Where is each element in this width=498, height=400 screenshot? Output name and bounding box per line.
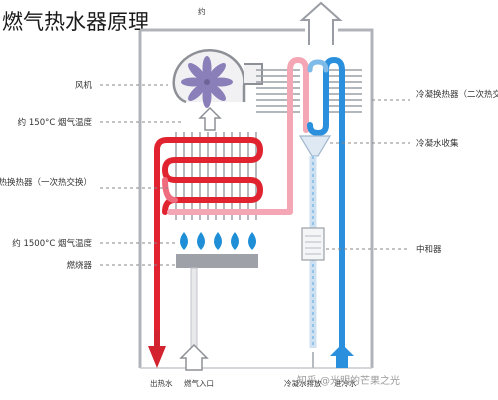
leader-lines bbox=[100, 84, 410, 266]
hot-water-arrow bbox=[148, 330, 166, 368]
condensing-coil-hot bbox=[267, 57, 309, 215]
label-primary-hx: 显热换热器（一次热交换） bbox=[0, 177, 92, 188]
label-hot-outlet: 出热水 bbox=[150, 378, 173, 388]
label-burner: 燃烧器 bbox=[66, 260, 92, 271]
label-condensing-hx: 冷凝换热器（二次热交换） bbox=[416, 89, 498, 100]
label-condensate-drain: 冷凝水排放 bbox=[284, 378, 322, 388]
heater-casing bbox=[138, 28, 374, 369]
label-cold-water-in: 进冷水 bbox=[334, 378, 357, 388]
label-gas-inlet: 燃气入口 bbox=[184, 378, 214, 388]
fan-icon bbox=[181, 56, 233, 108]
burner-block bbox=[176, 254, 258, 349]
top-label: 约 bbox=[198, 6, 206, 16]
neutralizer bbox=[301, 227, 325, 261]
watermark: 知乎 @光明的芒果之光 bbox=[297, 374, 400, 387]
label-flue-temp-bottom: 约 1500°C 烟气温度 bbox=[12, 238, 92, 249]
condensing-coil-mid bbox=[307, 59, 329, 73]
label-flue-temp-top: 约 150°C 烟气温度 bbox=[18, 117, 93, 128]
primary-fins bbox=[175, 132, 257, 220]
label-fan: 风机 bbox=[75, 80, 93, 91]
page-title: 燃气热水器原理 bbox=[2, 10, 149, 34]
primary-coil bbox=[154, 137, 273, 353]
label-condensate-collect: 冷凝水收集 bbox=[416, 138, 459, 149]
exhaust-arrow bbox=[299, 1, 343, 45]
cold-water-arrow bbox=[330, 344, 354, 368]
flow-up-arrow bbox=[198, 106, 222, 131]
gas-inlet-arrow bbox=[179, 343, 209, 371]
burner-flames bbox=[180, 232, 256, 250]
label-neutralizer: 中和器 bbox=[416, 244, 442, 255]
